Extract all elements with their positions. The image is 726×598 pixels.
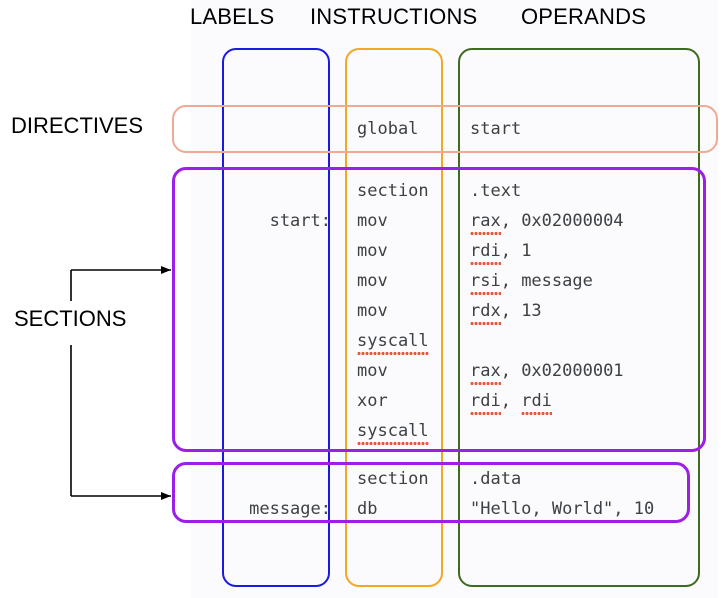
arrow-head-to-data-section bbox=[161, 492, 171, 500]
code-labels-text-section: start: bbox=[237, 176, 331, 446]
code-row: mov bbox=[357, 301, 388, 321]
code-row bbox=[470, 326, 624, 356]
code-row: db bbox=[357, 499, 378, 519]
code-row: global bbox=[357, 119, 419, 139]
code-instructions-directives: global bbox=[357, 114, 418, 144]
code-operands-data-section: .data "Hello, World", 10 bbox=[470, 464, 654, 524]
column-heading-instructions: INSTRUCTIONS bbox=[310, 4, 478, 29]
code-row: mov bbox=[357, 241, 388, 261]
code-row bbox=[237, 464, 331, 494]
code-row: rdi, rdi bbox=[470, 386, 624, 416]
code-row bbox=[470, 416, 624, 446]
code-row bbox=[237, 114, 331, 144]
code-row: "Hello, World", 10 bbox=[470, 499, 655, 519]
code-row bbox=[237, 296, 331, 326]
code-row: section bbox=[357, 181, 429, 201]
code-row: mov bbox=[357, 271, 388, 291]
code-row: rax, 0x02000004 bbox=[470, 206, 624, 236]
code-labels-data-section: message: bbox=[237, 464, 331, 524]
code-row bbox=[237, 386, 331, 416]
column-box-labels bbox=[222, 48, 330, 587]
code-row: rdi, 1 bbox=[470, 236, 624, 266]
column-box-operands bbox=[458, 48, 700, 587]
code-row: section bbox=[357, 469, 429, 489]
group-box-data-section bbox=[172, 462, 690, 523]
code-row bbox=[237, 266, 331, 296]
code-row: .data bbox=[470, 469, 522, 489]
code-row: syscall bbox=[357, 416, 429, 446]
group-label-directives: DIRECTIVES bbox=[11, 113, 144, 138]
code-row: message: bbox=[249, 499, 331, 519]
code-row: rax, 0x02000001 bbox=[470, 356, 624, 386]
code-row: xor bbox=[357, 391, 388, 411]
code-panel-background bbox=[191, 0, 718, 598]
code-row: mov bbox=[357, 211, 388, 231]
code-row bbox=[237, 236, 331, 266]
code-row bbox=[237, 356, 331, 386]
arrow-head-to-text-section bbox=[161, 266, 171, 274]
code-row bbox=[237, 176, 331, 206]
column-box-instructions bbox=[345, 48, 443, 587]
code-row bbox=[237, 326, 331, 356]
code-row: mov bbox=[357, 361, 388, 381]
code-row: rsi, message bbox=[470, 266, 624, 296]
column-heading-labels: LABELS bbox=[190, 4, 275, 29]
code-row: start bbox=[470, 119, 522, 139]
code-row: start: bbox=[269, 211, 331, 231]
code-labels-directives bbox=[237, 114, 331, 144]
code-row: syscall bbox=[357, 326, 429, 356]
group-box-text-section bbox=[172, 167, 706, 452]
code-row: rdx, 13 bbox=[470, 296, 624, 326]
code-row bbox=[237, 416, 331, 446]
group-label-sections: SECTIONS bbox=[14, 306, 127, 331]
column-heading-operands: OPERANDS bbox=[521, 4, 647, 29]
code-operands-directives: start bbox=[470, 114, 521, 144]
code-instructions-data-section: section db bbox=[357, 464, 429, 524]
code-row: .text bbox=[470, 181, 522, 201]
group-box-directives bbox=[172, 105, 718, 153]
code-instructions-text-section: section mov mov mov mov syscall mov xor syscall bbox=[357, 176, 429, 446]
